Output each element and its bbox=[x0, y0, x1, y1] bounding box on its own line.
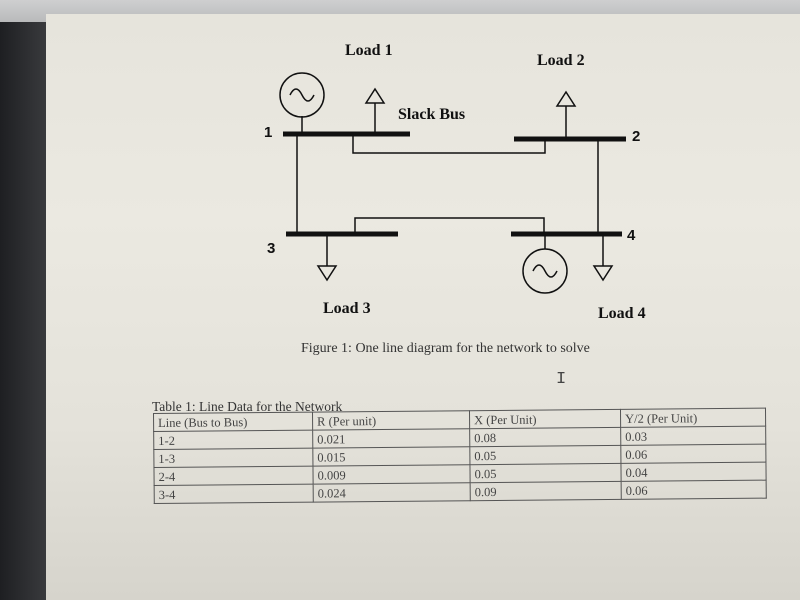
bus-2-number: 2 bbox=[632, 128, 641, 145]
table-cell: 1-3 bbox=[153, 448, 313, 468]
document-page bbox=[46, 14, 800, 600]
table-cell: 0.015 bbox=[312, 446, 470, 467]
figure-caption: Figure 1: One line diagram for the netwo… bbox=[301, 341, 590, 356]
load-3-label: Load 3 bbox=[323, 300, 371, 317]
table-cell: 0.05 bbox=[469, 463, 622, 483]
slack-bus-label: Slack Bus bbox=[398, 106, 466, 123]
line-3-4 bbox=[354, 217, 545, 234]
column-header: X (Per Unit) bbox=[469, 409, 621, 429]
column-header: Line (Bus to Bus) bbox=[153, 412, 313, 432]
generator-1-icon bbox=[279, 72, 325, 118]
table-cell: 1-2 bbox=[153, 430, 313, 450]
bus-4-number: 4 bbox=[627, 227, 636, 244]
monitor-left-bezel bbox=[0, 22, 48, 600]
table-cell: 0.06 bbox=[621, 480, 767, 500]
column-header: R (Per unit) bbox=[312, 410, 470, 431]
table-caption: Table 1: Line Data for the Network bbox=[152, 399, 343, 414]
table-cell: 0.04 bbox=[620, 462, 767, 482]
table-cell: 2-4 bbox=[153, 466, 314, 486]
bus-1-number: 1 bbox=[264, 124, 273, 141]
column-header: Y/2 (Per Unit) bbox=[620, 408, 766, 428]
table-cell: 0.06 bbox=[620, 444, 766, 464]
bus-3-number: 3 bbox=[267, 240, 276, 257]
load-1-label: Load 1 bbox=[345, 42, 393, 59]
table-cell: 0.009 bbox=[312, 464, 471, 485]
load-4-label: Load 4 bbox=[598, 305, 646, 322]
table-cell: 3-4 bbox=[154, 484, 314, 504]
text-cursor-icon: I bbox=[556, 370, 567, 389]
table-cell: 0.03 bbox=[620, 426, 766, 446]
line-data-table: Line (Bus to Bus) R (Per unit) X (Per Un… bbox=[153, 408, 767, 504]
table-cell: 0.021 bbox=[312, 428, 470, 449]
table-cell: 0.05 bbox=[469, 445, 621, 465]
load-2-label: Load 2 bbox=[537, 52, 585, 69]
generator-4-icon bbox=[522, 248, 568, 294]
table-cell: 0.024 bbox=[313, 482, 471, 503]
table-cell: 0.09 bbox=[470, 481, 622, 501]
table-cell: 0.08 bbox=[469, 427, 621, 447]
line-1-2 bbox=[352, 134, 546, 154]
